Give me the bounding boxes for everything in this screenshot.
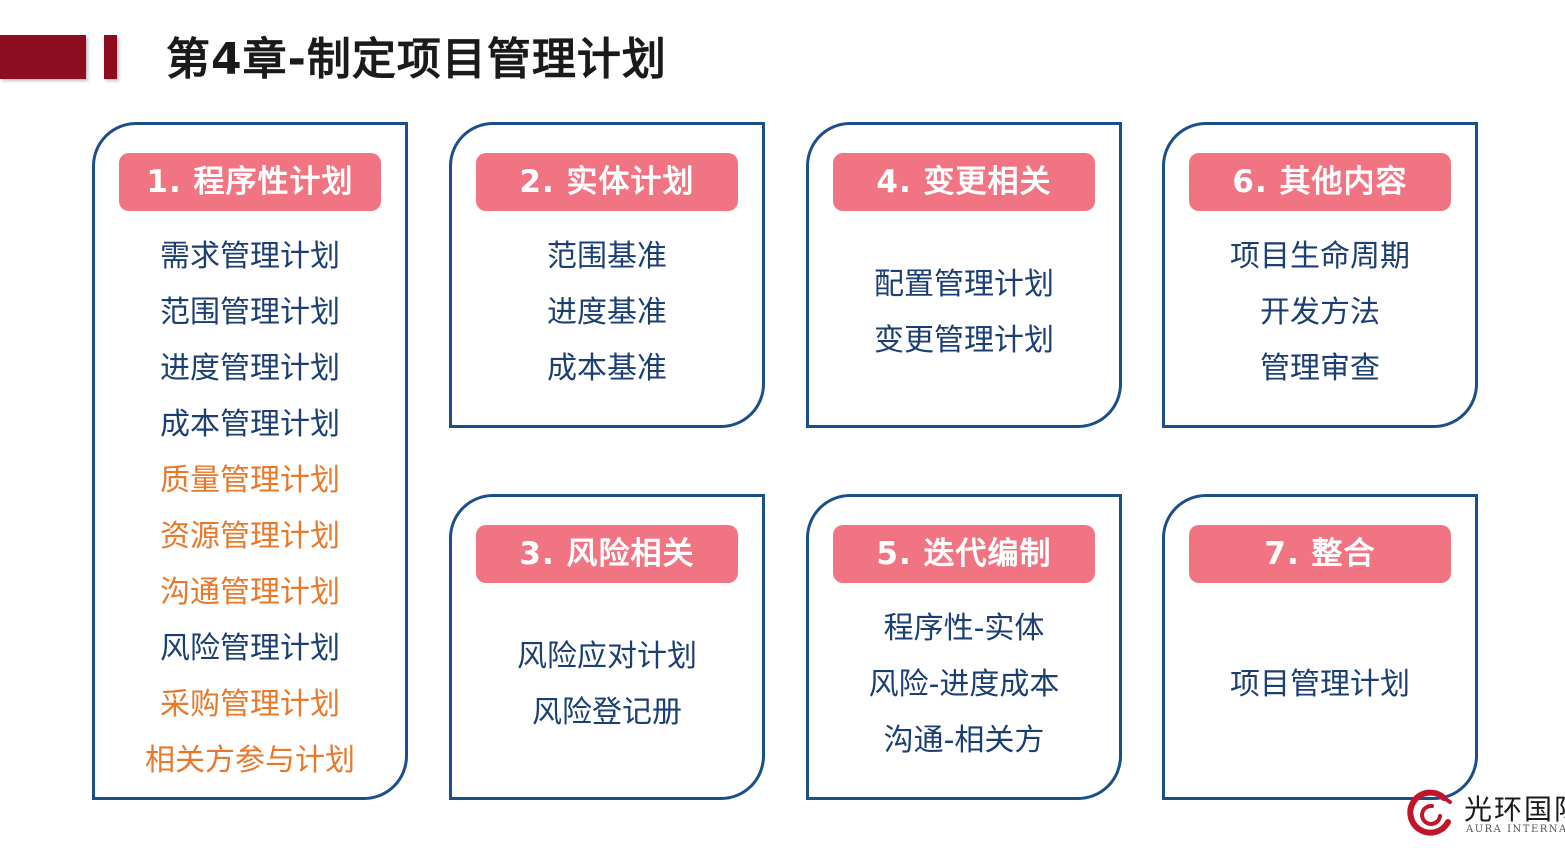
logo-subtext: AURA INTERNATIONAL [1466, 824, 1565, 835]
card-integration: 7. 整合 项目管理计划 [1162, 494, 1478, 800]
card-entity-plans: 2. 实体计划 范围基准 进度基准 成本基准 [449, 122, 765, 428]
card-other-content: 6. 其他内容 项目生命周期 开发方法 管理审查 [1162, 122, 1478, 428]
baseline-scope: 范围基准 [547, 239, 667, 274]
card-item-list: 范围基准 进度基准 成本基准 [452, 229, 762, 397]
card-iteration: 5. 迭代编制 程序性-实体 风险-进度成本 沟通-相关方 [806, 494, 1122, 800]
card-item-list: 风险应对计划 风险登记册 [452, 629, 762, 741]
card-item-list: 程序性-实体 风险-进度成本 沟通-相关方 [809, 601, 1119, 769]
card-risk-related: 3. 风险相关 风险应对计划 风险登记册 [449, 494, 765, 800]
configuration-plan: 配置管理计划 [874, 267, 1054, 302]
baseline-cost: 成本基准 [547, 351, 667, 386]
accent-bar [0, 35, 86, 79]
card-item-list: 配置管理计划 变更管理计划 [809, 257, 1119, 369]
logo-text: 光环国际 [1464, 793, 1565, 826]
plan-procurement: 采购管理计划 [160, 687, 340, 722]
card-item-list: 项目管理计划 [1165, 657, 1475, 713]
project-management-plan: 项目管理计划 [1230, 667, 1410, 702]
plan-quality: 质量管理计划 [160, 463, 340, 498]
plan-scope: 范围管理计划 [160, 295, 340, 330]
iteration-risk-schedule-cost: 风险-进度成本 [868, 667, 1060, 702]
project-life-cycle: 项目生命周期 [1230, 239, 1410, 274]
card-header: 6. 其他内容 [1189, 153, 1451, 211]
plan-schedule: 进度管理计划 [160, 351, 340, 386]
plan-communication: 沟通管理计划 [160, 575, 340, 610]
card-item-list: 项目生命周期 开发方法 管理审查 [1165, 229, 1475, 397]
card-header: 7. 整合 [1189, 525, 1451, 583]
company-logo: 光环国际 AURA INTERNATIONAL [1400, 784, 1565, 844]
plan-resource: 资源管理计划 [160, 519, 340, 554]
card-header: 3. 风险相关 [476, 525, 738, 583]
card-change-related: 4. 变更相关 配置管理计划 变更管理计划 [806, 122, 1122, 428]
risk-response-plan: 风险应对计划 [517, 639, 697, 674]
logo-swirl-icon [1407, 789, 1452, 836]
risk-register: 风险登记册 [532, 695, 682, 730]
iteration-procedural-entity: 程序性-实体 [883, 611, 1045, 646]
plan-requirements: 需求管理计划 [160, 239, 340, 274]
change-plan: 变更管理计划 [874, 323, 1054, 358]
accent-bar-small [104, 35, 117, 79]
baseline-schedule: 进度基准 [547, 295, 667, 330]
card-procedural-plans: 1. 程序性计划 需求管理计划 范围管理计划 进度管理计划 成本管理计划 质量管… [92, 122, 408, 800]
page-title: 第4章-制定项目管理计划 [166, 34, 667, 85]
card-header: 1. 程序性计划 [119, 153, 381, 211]
plan-cost: 成本管理计划 [160, 407, 340, 442]
management-review: 管理审查 [1260, 351, 1380, 386]
card-header: 2. 实体计划 [476, 153, 738, 211]
card-header: 4. 变更相关 [833, 153, 1095, 211]
iteration-communication-stakeholder: 沟通-相关方 [883, 723, 1045, 758]
plan-stakeholder: 相关方参与计划 [145, 743, 355, 778]
card-item-list: 需求管理计划 范围管理计划 进度管理计划 成本管理计划 质量管理计划 资源管理计… [95, 229, 405, 789]
development-approach: 开发方法 [1260, 295, 1380, 330]
card-header: 5. 迭代编制 [833, 525, 1095, 583]
plan-risk: 风险管理计划 [160, 631, 340, 666]
